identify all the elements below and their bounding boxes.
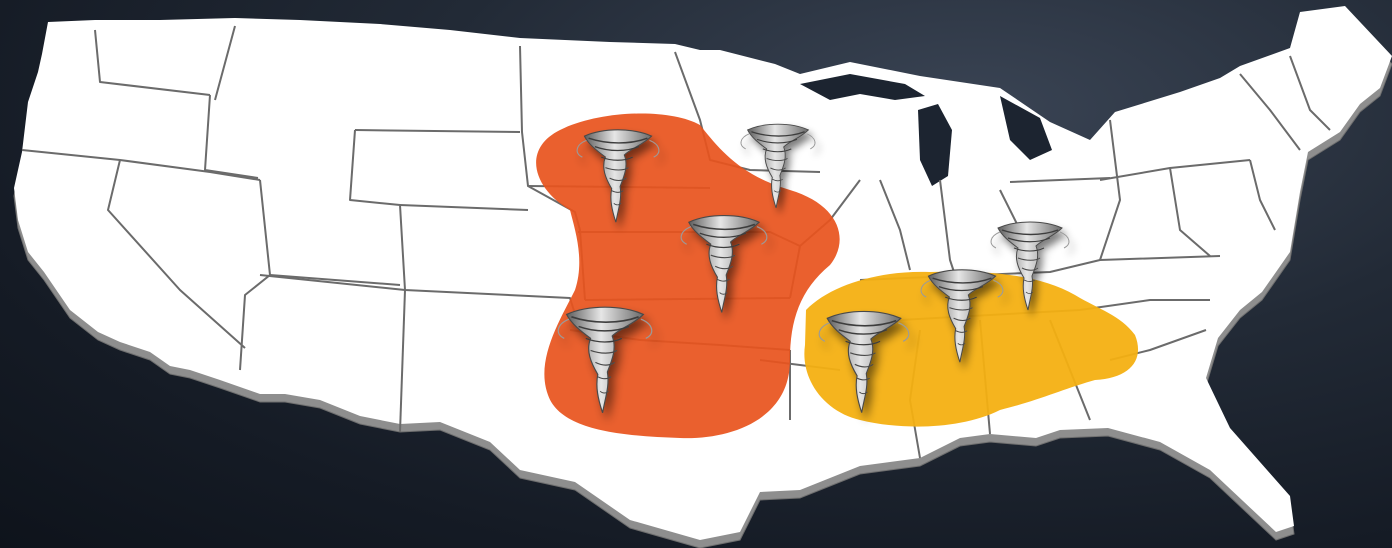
lake-superior bbox=[800, 74, 925, 100]
lake-michigan bbox=[918, 104, 952, 186]
lake-huron-erie bbox=[1000, 96, 1052, 160]
risk-zone-southeast bbox=[804, 271, 1139, 427]
